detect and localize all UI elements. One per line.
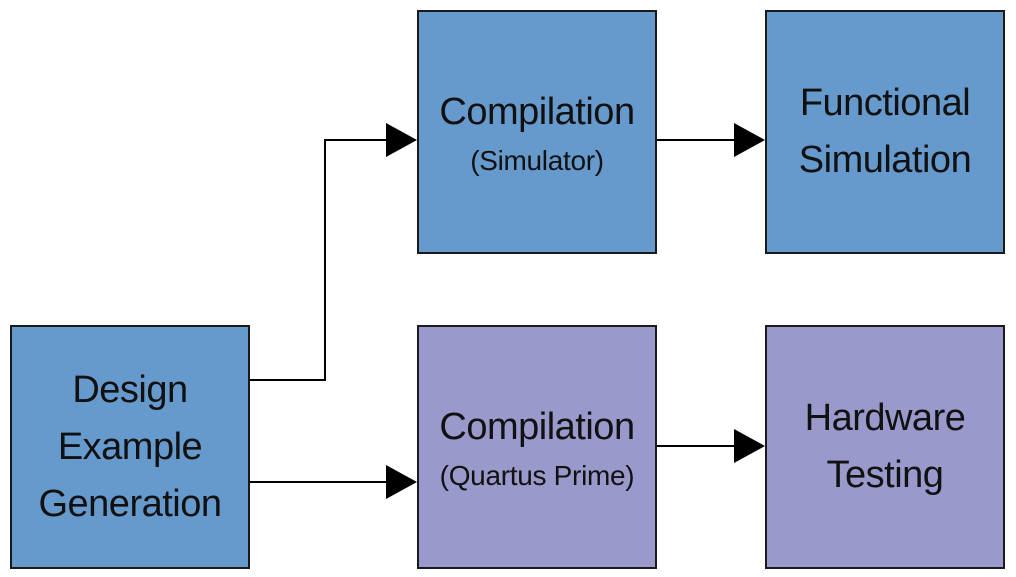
hardware-testing-box: Hardware Testing <box>765 325 1005 569</box>
functional-simulation-line-1: Functional <box>799 82 971 124</box>
arrowhead-func <box>734 123 765 157</box>
compilation-simulator-title: Compilation <box>439 90 635 133</box>
compilation-quartus-title: Compilation <box>439 405 635 448</box>
compilation-simulator-subtitle: (Simulator) <box>470 144 604 176</box>
arrowhead-hw <box>734 429 765 463</box>
design-example-generation-line-3: Generation <box>38 482 222 525</box>
hardware-testing-line-1: Hardware <box>804 397 966 439</box>
compilation-quartus-box: Compilation (Quartus Prime) <box>417 325 657 569</box>
design-example-generation-box: Design Example Generation <box>10 325 250 569</box>
functional-simulation-box: Functional Simulation <box>765 10 1005 254</box>
compilation-simulator-box: Compilation (Simulator) <box>417 10 657 254</box>
connector-gen-to-sim-compile <box>250 139 388 381</box>
design-example-generation-line-1: Design <box>72 368 188 411</box>
compilation-quartus-subtitle: (Quartus Prime) <box>439 459 635 491</box>
functional-simulation-line-2: Simulation <box>798 139 972 181</box>
hardware-testing-line-2: Testing <box>826 454 944 496</box>
arrowhead-qp-compile <box>386 465 417 499</box>
design-example-generation-line-2: Example <box>57 425 203 468</box>
arrowhead-sim-compile <box>386 123 417 157</box>
